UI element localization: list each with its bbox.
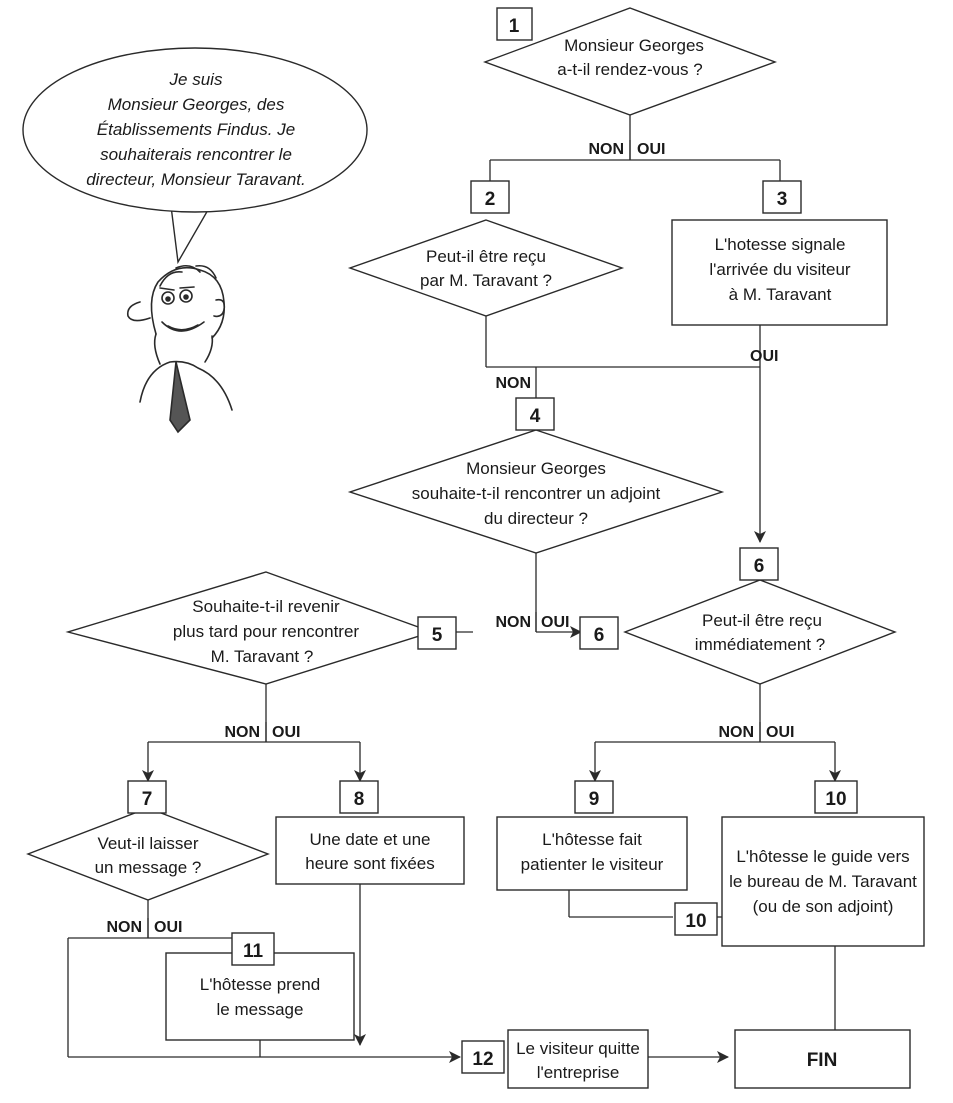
svg-text:3: 3 (777, 189, 788, 210)
label-oui: OUI (750, 348, 778, 365)
end-label: FIN (807, 1050, 838, 1071)
process-10-line: L'hôtesse le guide vers (736, 847, 909, 866)
decision-4-line: Monsieur Georges (466, 459, 606, 478)
process-8-line: Une date et une (310, 830, 431, 849)
decision-7-line: Veut-il laisser (97, 834, 198, 853)
svg-text:4: 4 (530, 406, 541, 427)
label-oui: OUI (541, 614, 569, 631)
process-9-line: L'hôtesse fait (542, 830, 642, 849)
process-10-line: (ou de son adjoint) (753, 897, 894, 916)
svg-text:1: 1 (509, 16, 520, 37)
label-oui: OUI (637, 141, 665, 158)
svg-text:6: 6 (594, 625, 605, 646)
badge-4: 4 (515, 397, 555, 431)
svg-text:6: 6 (754, 556, 765, 577)
visitor-cartoon (126, 264, 233, 434)
branch-labels: NON OUI OUI NON NON OUI NON OUI NON OUI … (106, 141, 794, 936)
process-8: Une date et une heure sont fixées (275, 816, 465, 885)
decision-1: Monsieur Georges a-t-il rendez-vous ? (482, 7, 778, 116)
svg-text:5: 5 (432, 625, 443, 646)
end-box: FIN (734, 1029, 911, 1089)
svg-text:9: 9 (589, 789, 600, 810)
svg-text:8: 8 (354, 789, 365, 810)
decision-1-line: Monsieur Georges (564, 36, 704, 55)
bubble-line: Établissements Findus. Je (97, 120, 295, 139)
badge-7: 7 (127, 780, 167, 814)
process-12-line: l'entreprise (537, 1063, 620, 1082)
bubble-line: Monsieur Georges, des (108, 95, 285, 114)
number-badges: 1 2 3 4 5 6 6 7 8 9 10 10 11 12 (127, 7, 858, 1074)
decision-2-line: Peut-il être reçu (426, 247, 546, 266)
process-12-line: Le visiteur quitte (516, 1039, 640, 1058)
badge-9: 9 (574, 780, 614, 814)
label-non: NON (718, 724, 754, 741)
label-non: NON (588, 141, 624, 158)
decision-4-line: souhaite-t-il rencontrer un adjoint (412, 484, 661, 503)
decision-2-line: par M. Taravant ? (420, 271, 552, 290)
badge-3: 3 (762, 180, 802, 214)
decision-4: Monsieur Georges souhaite-t-il rencontre… (347, 429, 725, 554)
label-non: NON (495, 375, 531, 392)
badge-6-mid: 6 (579, 616, 619, 650)
decision-6: Peut-il être reçu immédiatement ? (623, 579, 897, 685)
svg-text:12: 12 (472, 1049, 493, 1070)
process-3-line: l'arrivée du visiteur (709, 260, 851, 279)
process-9-line: patienter le visiteur (521, 855, 664, 874)
svg-text:10: 10 (685, 911, 706, 932)
connectors (67, 115, 841, 1063)
decision-7-line: un message ? (95, 858, 202, 877)
decision-6-line: immédiatement ? (695, 635, 825, 654)
badge-12: 12 (461, 1040, 505, 1074)
badge-5: 5 (417, 616, 457, 650)
label-non: NON (224, 724, 260, 741)
decision-5-line: plus tard pour rencontrer (173, 622, 359, 641)
process-11-line: le message (217, 1000, 304, 1019)
bubble-line: directeur, Monsieur Taravant. (86, 170, 306, 189)
badge-10-side: 10 (674, 902, 718, 936)
process-3-line: à M. Taravant (729, 285, 832, 304)
badge-8: 8 (339, 780, 379, 814)
svg-text:7: 7 (142, 789, 153, 810)
decision-5: Souhaite-t-il revenir plus tard pour ren… (65, 571, 435, 685)
label-non: NON (495, 614, 531, 631)
svg-text:2: 2 (485, 189, 496, 210)
decision-2: Peut-il être reçu par M. Taravant ? (347, 219, 625, 317)
badge-6-right: 6 (739, 547, 779, 581)
process-3: L'hotesse signale l'arrivée du visiteur … (671, 219, 888, 326)
process-12: Le visiteur quitte l'entreprise (507, 1029, 649, 1089)
badge-1: 1 (496, 7, 533, 41)
decision-5-line: M. Taravant ? (211, 647, 314, 666)
label-non: NON (106, 919, 142, 936)
label-oui: OUI (154, 919, 182, 936)
process-10: L'hôtesse le guide vers le bureau de M. … (721, 816, 925, 947)
svg-text:10: 10 (825, 789, 846, 810)
process-11-line: L'hôtesse prend (200, 975, 320, 994)
decision-6-line: Peut-il être reçu (702, 611, 822, 630)
decision-1-line: a-t-il rendez-vous ? (557, 60, 703, 79)
decision-7: Veut-il laisser un message ? (26, 807, 270, 901)
process-9: L'hôtesse fait patienter le visiteur (496, 816, 688, 891)
speech-bubble: Je suis Monsieur Georges, des Établissem… (22, 47, 368, 265)
label-oui: OUI (766, 724, 794, 741)
process-3-line: L'hotesse signale (715, 235, 846, 254)
bubble-line: Je suis (169, 70, 223, 89)
badge-2: 2 (470, 180, 510, 214)
branch-separators (147, 140, 761, 938)
speech-bubble-outline (22, 47, 368, 213)
bubble-line: souhaiterais rencontrer le (100, 145, 292, 164)
badge-11: 11 (231, 932, 275, 966)
badge-10-top: 10 (814, 780, 858, 814)
decision-5-line: Souhaite-t-il revenir (192, 597, 340, 616)
process-10-line: le bureau de M. Taravant (729, 872, 917, 891)
decision-4-line: du directeur ? (484, 509, 588, 528)
label-oui: OUI (272, 724, 300, 741)
process-8-line: heure sont fixées (305, 854, 434, 873)
process-11: L'hôtesse prend le message (165, 952, 355, 1041)
svg-text:11: 11 (243, 941, 264, 962)
